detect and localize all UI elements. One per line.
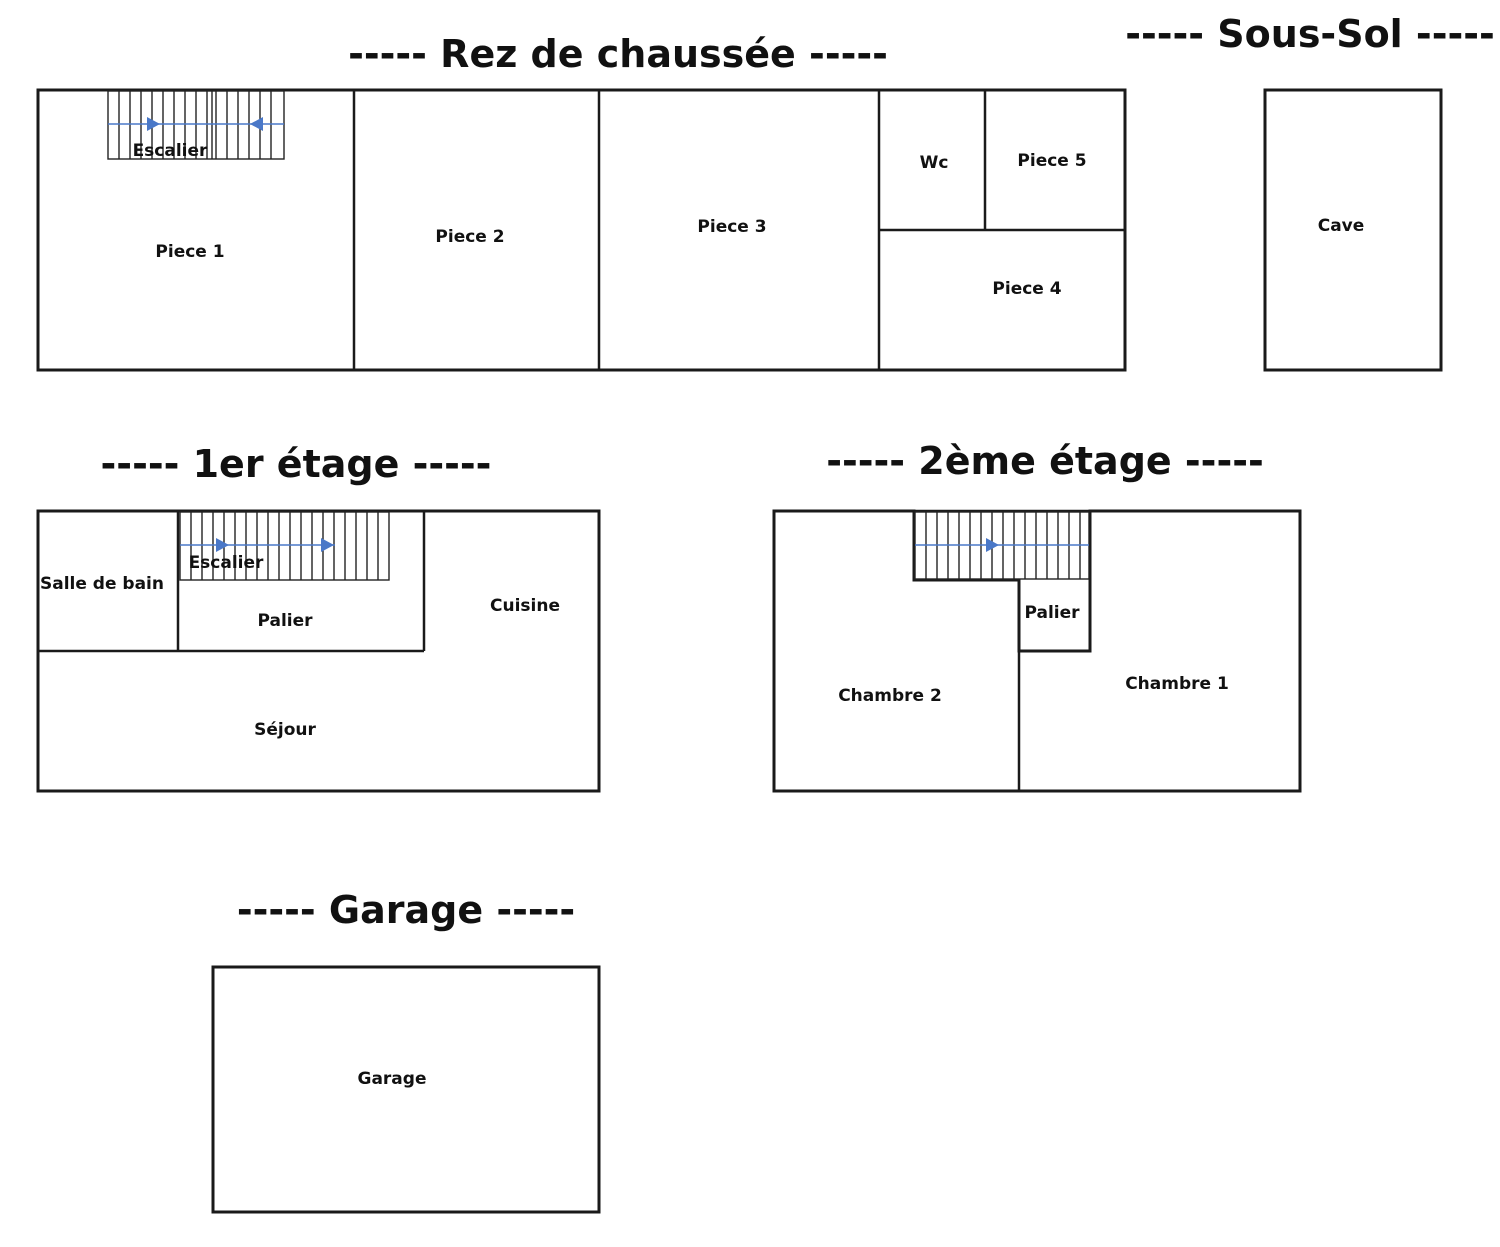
room-label-piece3: Piece 3 bbox=[697, 217, 766, 237]
room-label-wc: Wc bbox=[920, 153, 949, 173]
etage2-plan: Palier Chambre 2 Chambre 1 bbox=[772, 509, 1302, 793]
etage1-title: ----- 1er étage ----- bbox=[101, 442, 492, 486]
etage2-staircase bbox=[914, 511, 1090, 580]
arrow-right-icon bbox=[321, 538, 334, 552]
room-label-chambre2: Chambre 2 bbox=[838, 686, 942, 706]
garage-plan: Garage bbox=[211, 965, 601, 1214]
arrow-right-icon bbox=[216, 538, 229, 552]
etage2-outline bbox=[772, 509, 1302, 793]
room-label-cuisine: Cuisine bbox=[490, 596, 560, 616]
room-label-piece5: Piece 5 bbox=[1017, 151, 1086, 171]
etage1-plan: Salle de bain Escalier Palier Cuisine Sé… bbox=[36, 509, 601, 793]
arrow-left-icon bbox=[250, 117, 263, 131]
room-label-escalier: Escalier bbox=[189, 553, 264, 573]
room-label-salle-de-bain: Salle de bain bbox=[40, 574, 164, 594]
garage-title: ----- Garage ----- bbox=[237, 888, 575, 932]
room-label-chambre1: Chambre 1 bbox=[1125, 674, 1229, 694]
room-label-sejour: Séjour bbox=[254, 720, 316, 740]
room-label-escalier: Escalier bbox=[133, 141, 208, 161]
room-label-palier: Palier bbox=[1024, 603, 1080, 623]
rdc-title: ----- Rez de chaussée ----- bbox=[348, 32, 888, 76]
room-label-piece2: Piece 2 bbox=[435, 227, 504, 247]
sous-sol-title: ----- Sous-Sol ----- bbox=[1125, 12, 1495, 56]
sous-sol-plan: Cave bbox=[1263, 88, 1443, 372]
rdc-plan: Escalier Piece 1 Piece 2 Piece 3 Wc Piec… bbox=[36, 88, 1127, 372]
garage-outline bbox=[211, 965, 601, 1214]
arrow-right-icon bbox=[147, 117, 160, 131]
stair-outline bbox=[179, 511, 390, 581]
room-label-piece4: Piece 4 bbox=[992, 279, 1061, 299]
sous-sol-outline bbox=[1263, 88, 1443, 372]
arrow-right-icon bbox=[986, 538, 999, 552]
rdc-staircase bbox=[107, 90, 285, 160]
room-label-garage: Garage bbox=[358, 1069, 427, 1089]
room-label-palier: Palier bbox=[257, 611, 313, 631]
room-label-piece1: Piece 1 bbox=[155, 242, 224, 262]
etage1-staircase bbox=[179, 511, 390, 581]
etage2-title: ----- 2ème étage ----- bbox=[826, 439, 1264, 483]
room-label-cave: Cave bbox=[1318, 216, 1365, 236]
